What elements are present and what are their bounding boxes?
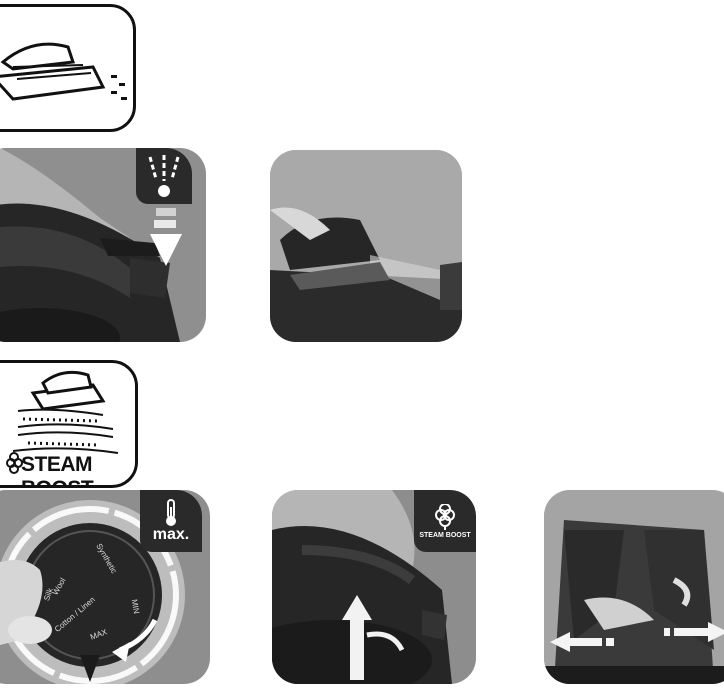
steam-boost-icon <box>432 504 458 530</box>
temperature-dial-panel: Synthetic Silk Wool Cotton / Linen MAX M… <box>0 490 210 684</box>
thermometer-icon <box>161 499 181 527</box>
steam-boost-badge-label: STEAM BOOST <box>419 532 470 539</box>
max-temperature-badge: max. <box>140 490 202 552</box>
steam-boost-icon <box>7 453 22 473</box>
press-arrow-icon <box>130 196 190 276</box>
steam-boost-trigger-panel: STEAM BOOST <box>272 490 476 684</box>
iron-spray-outline-panel <box>0 4 136 132</box>
steam-boost-badge: STEAM BOOST <box>414 490 476 552</box>
steam-shot-badge <box>136 148 192 204</box>
garment-pull-panel <box>544 490 724 684</box>
steam-boost-outline-panel: STEAM BOOST <box>0 360 138 488</box>
iron-spray-illustration <box>0 7 133 129</box>
steam-boost-box-label: STEAM BOOST <box>21 453 135 488</box>
max-label: max. <box>153 527 189 543</box>
garment-pull-illustration <box>544 490 724 684</box>
steam-shot-icon <box>144 153 184 199</box>
vertical-steam-illustration <box>270 150 462 342</box>
steam-shot-button-panel <box>0 148 206 342</box>
vertical-steam-panel <box>270 150 462 342</box>
